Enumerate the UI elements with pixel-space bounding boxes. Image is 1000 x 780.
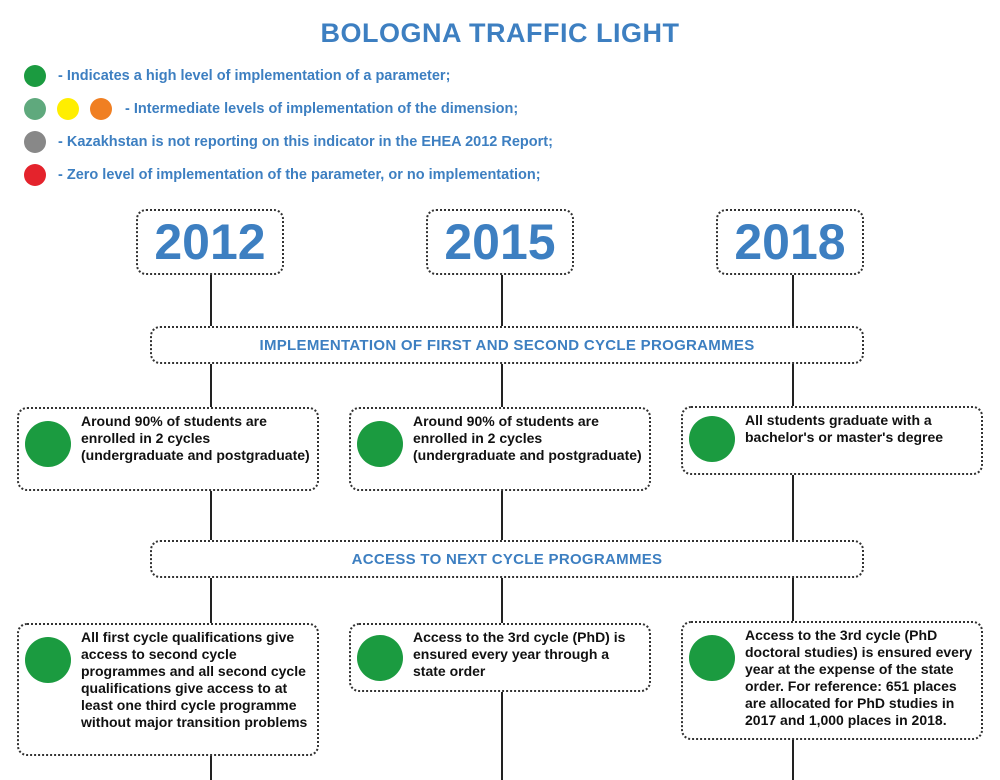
card-text: All students graduate with a bachelor's … bbox=[745, 412, 944, 445]
card-2012-cycles: Around 90% of students are enrolled in 2… bbox=[17, 407, 319, 491]
timeline-line-2018 bbox=[792, 275, 794, 780]
timeline-line-2012 bbox=[210, 275, 212, 780]
legend-row-not-reporting: - Kazakhstan is not reporting on this in… bbox=[24, 129, 553, 155]
year-box-2018: 2018 bbox=[716, 209, 864, 275]
section-header-next-cycle-access: ACCESS TO NEXT CYCLE PROGRAMMES bbox=[150, 540, 864, 578]
green-status-icon bbox=[689, 416, 735, 462]
year-box-2012: 2012 bbox=[136, 209, 284, 275]
green-status-icon bbox=[25, 421, 71, 467]
section-header-first-second-cycle: IMPLEMENTATION OF FIRST AND SECOND CYCLE… bbox=[150, 326, 864, 364]
legend-text: - Zero level of implementation of the pa… bbox=[58, 167, 541, 183]
orange-dot-icon bbox=[90, 98, 112, 120]
legend-row-high: - Indicates a high level of implementati… bbox=[24, 63, 450, 89]
legend-text: - Kazakhstan is not reporting on this in… bbox=[58, 134, 553, 150]
green-dot-icon bbox=[24, 65, 46, 87]
card-2018-cycles: All students graduate with a bachelor's … bbox=[681, 406, 983, 475]
card-text: Around 90% of students are enrolled in 2… bbox=[413, 413, 642, 463]
timeline-line-2015 bbox=[501, 275, 503, 780]
green-status-icon bbox=[357, 635, 403, 681]
green-status-icon bbox=[689, 635, 735, 681]
card-text: Around 90% of students are enrolled in 2… bbox=[81, 413, 310, 463]
legend-text: - Intermediate levels of implementation … bbox=[125, 101, 519, 117]
red-dot-icon bbox=[24, 164, 46, 186]
card-2012-access: All first cycle qualifications give acce… bbox=[17, 623, 319, 756]
card-text: Access to the 3rd cycle (PhD) is ensured… bbox=[413, 629, 626, 679]
legend-text: - Indicates a high level of implementati… bbox=[58, 68, 451, 84]
card-2018-access: Access to the 3rd cycle (PhD doctoral st… bbox=[681, 621, 983, 740]
yellow-dot-icon bbox=[57, 98, 79, 120]
legend-row-zero: - Zero level of implementation of the pa… bbox=[24, 162, 541, 188]
year-box-2015: 2015 bbox=[426, 209, 574, 275]
light-green-dot-icon bbox=[24, 98, 46, 120]
card-2015-access: Access to the 3rd cycle (PhD) is ensured… bbox=[349, 623, 651, 692]
legend-row-intermediate: - Intermediate levels of implementation … bbox=[24, 96, 518, 122]
green-status-icon bbox=[25, 637, 71, 683]
card-text: All first cycle qualifications give acce… bbox=[81, 629, 308, 730]
page-title: BOLOGNA TRAFFIC LIGHT bbox=[320, 18, 680, 48]
grey-dot-icon bbox=[24, 131, 46, 153]
card-2015-cycles: Around 90% of students are enrolled in 2… bbox=[349, 407, 651, 491]
card-text: Access to the 3rd cycle (PhD doctoral st… bbox=[745, 627, 973, 728]
green-status-icon bbox=[357, 421, 403, 467]
